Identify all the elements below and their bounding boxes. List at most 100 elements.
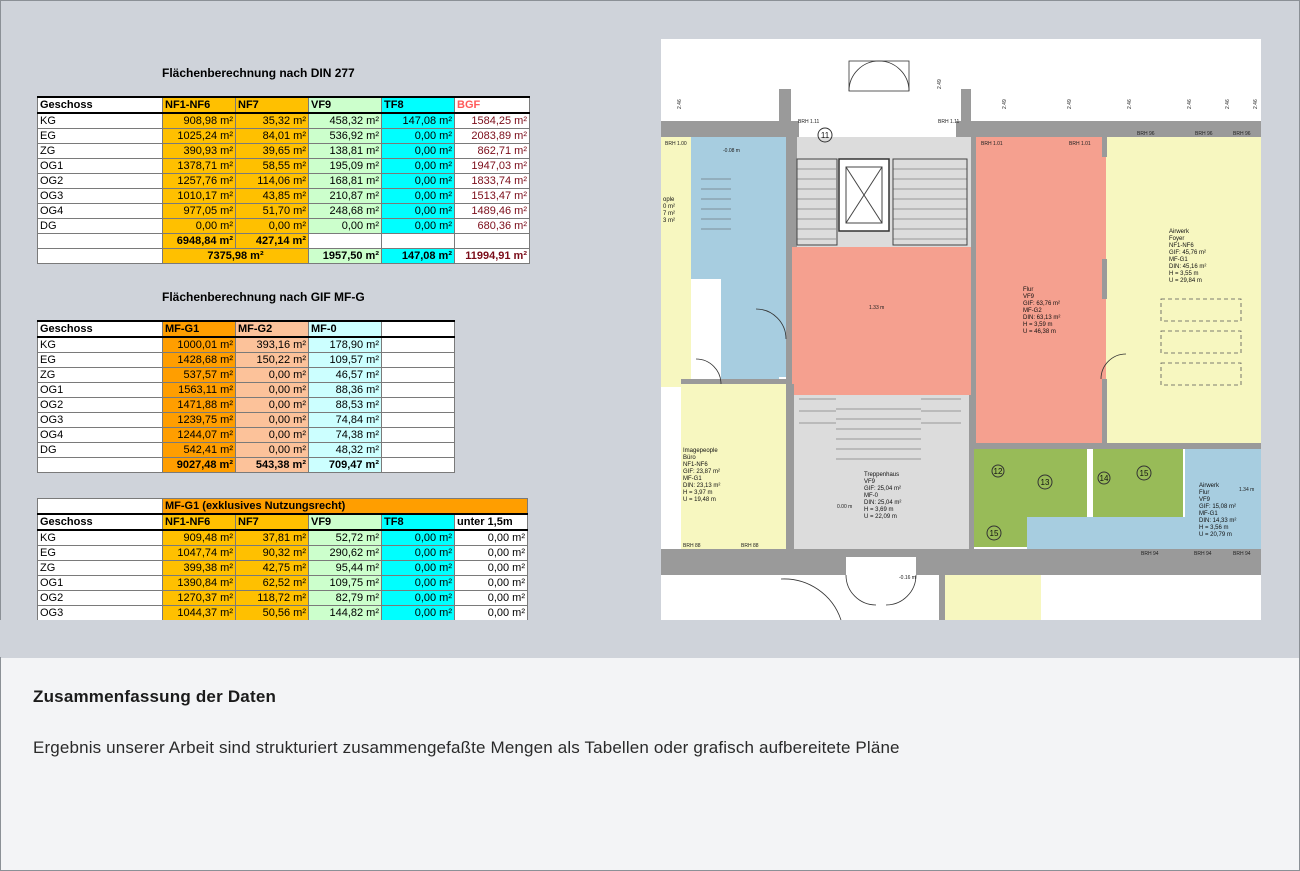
table-cell: [381, 457, 455, 473]
row-label: DG: [37, 442, 163, 458]
plan-brh-94a: BRH 94: [1141, 551, 1159, 557]
row-label: OG2: [37, 590, 163, 606]
table-cell: [37, 248, 163, 264]
total-bgf: 11994,91 m²: [454, 248, 530, 264]
table-cell: 48,32 m²: [308, 442, 382, 458]
column-header: BGF: [454, 96, 530, 114]
row-label: DG: [37, 218, 163, 234]
plan-stamp-line: H = 3,56 m: [1199, 525, 1229, 531]
column-header: Geschoss: [37, 513, 163, 531]
table-cell: 0,00 m²: [381, 128, 455, 144]
table-cell: 0,00 m²: [381, 188, 455, 204]
table-cell: 0,00 m²: [381, 590, 455, 606]
table-cell: 1947,03 m²: [454, 158, 530, 174]
table-cell: 168,81 m²: [308, 173, 382, 189]
table-cell: 1378,71 m²: [162, 158, 236, 174]
plan-stamp-line: DIN: 25,04 m²: [864, 500, 901, 506]
table-cell: 109,75 m²: [308, 575, 382, 591]
plan-level-5: -0.16 m: [899, 575, 916, 581]
plan-level-2: 1.33 m: [869, 305, 884, 311]
total-cell: 543,38 m²: [235, 457, 309, 473]
total-nf: 7375,98 m²: [162, 248, 309, 264]
plan-stamp-line: Airwerk: [1169, 229, 1190, 235]
plan-flur2-strip: [1027, 517, 1261, 549]
plan-brh-88a: BRH 88: [683, 543, 701, 549]
plan-stamp-line: U = 46,38 m: [1023, 329, 1056, 335]
table-cell: 542,41 m²: [162, 442, 236, 458]
plan-room-11: 11: [821, 131, 830, 140]
plan-stamp-line: GIF: 15,08 m²: [1199, 504, 1236, 510]
plan-stamp-line: H = 3,55 m: [1169, 271, 1199, 277]
plan-stamp-line: H = 3,69 m: [864, 507, 894, 513]
plan-brh-96b: BRH 96: [1195, 131, 1213, 137]
plan-stamp-line: U = 29,84 m: [1169, 278, 1202, 284]
floor-plan: 2.49 2.49 2.46 2.46 2.46 2.46 2.46 2.49 …: [661, 39, 1261, 621]
plan-hall-left: [789, 247, 974, 395]
row-label: ZG: [37, 143, 163, 159]
plan-buero: [681, 384, 786, 550]
plan-stamp-line: U = 19,48 m: [683, 497, 716, 503]
table-cell: 51,70 m²: [235, 203, 309, 219]
table-cell: 0,00 m²: [162, 218, 236, 234]
table-cell: 0,00 m²: [308, 218, 382, 234]
plan-stamp-line: 7 m²: [663, 211, 675, 217]
plan-stamp-line: ople: [663, 197, 675, 203]
table1-title: Flächenberechnung nach DIN 277: [162, 66, 355, 80]
plan-stamp-line: DIN: 14,33 m²: [1199, 518, 1236, 524]
table-cell: 109,57 m²: [308, 352, 382, 368]
table-cell: 43,85 m²: [235, 188, 309, 204]
table-cell: 150,22 m²: [235, 352, 309, 368]
column-header: VF9: [308, 513, 382, 531]
table-cell: 1563,11 m²: [162, 382, 236, 398]
plan-stamp-line: Flur: [1199, 490, 1209, 496]
svg-text:2.49: 2.49: [1067, 99, 1073, 109]
table-cell: [381, 412, 455, 428]
plan-brh-88b: BRH 88: [741, 543, 759, 549]
column-header: Geschoss: [37, 96, 163, 114]
table-cell: 37,81 m²: [235, 529, 309, 546]
plan-doors: [695, 60, 1127, 621]
table-cell: 0,00 m²: [454, 545, 528, 561]
plan-brh-100: BRH 1.00: [665, 141, 687, 147]
table-cell: 0,00 m²: [381, 560, 455, 576]
table-cell: 90,32 m²: [235, 545, 309, 561]
plan-stamp-line: Imagepeople: [683, 448, 718, 454]
table-cell: 393,16 m²: [235, 336, 309, 353]
plan-wc-a: [972, 449, 1087, 517]
table-cell: 1047,74 m²: [162, 545, 236, 561]
table-cell: 138,81 m²: [308, 143, 382, 159]
table-cell: 58,55 m²: [235, 158, 309, 174]
plan-stamp-line: MF-G1: [1199, 511, 1218, 517]
column-header: NF7: [235, 513, 309, 531]
table-cell: 0,00 m²: [235, 427, 309, 443]
table-cell: 290,62 m²: [308, 545, 382, 561]
plan-level-1: -0.08 m: [723, 148, 740, 154]
table-cell: 909,48 m²: [162, 529, 236, 546]
plan-stamp-line: NF1-NF6: [683, 462, 708, 468]
table-cell: 0,00 m²: [235, 367, 309, 383]
plan-entry-gap: [846, 557, 916, 575]
table-cell: [381, 336, 455, 353]
plan-stamp-line: U = 20,79 m: [1199, 532, 1232, 538]
table-cell: 1239,75 m²: [162, 412, 236, 428]
total-cell: 709,47 m²: [308, 457, 382, 473]
row-label: OG1: [37, 158, 163, 174]
mfg1-table: MF-G1 (exklusives Nutzungsrecht)Geschoss…: [37, 498, 528, 621]
plan-flur: [974, 137, 1106, 443]
table-cell: 0,00 m²: [235, 442, 309, 458]
